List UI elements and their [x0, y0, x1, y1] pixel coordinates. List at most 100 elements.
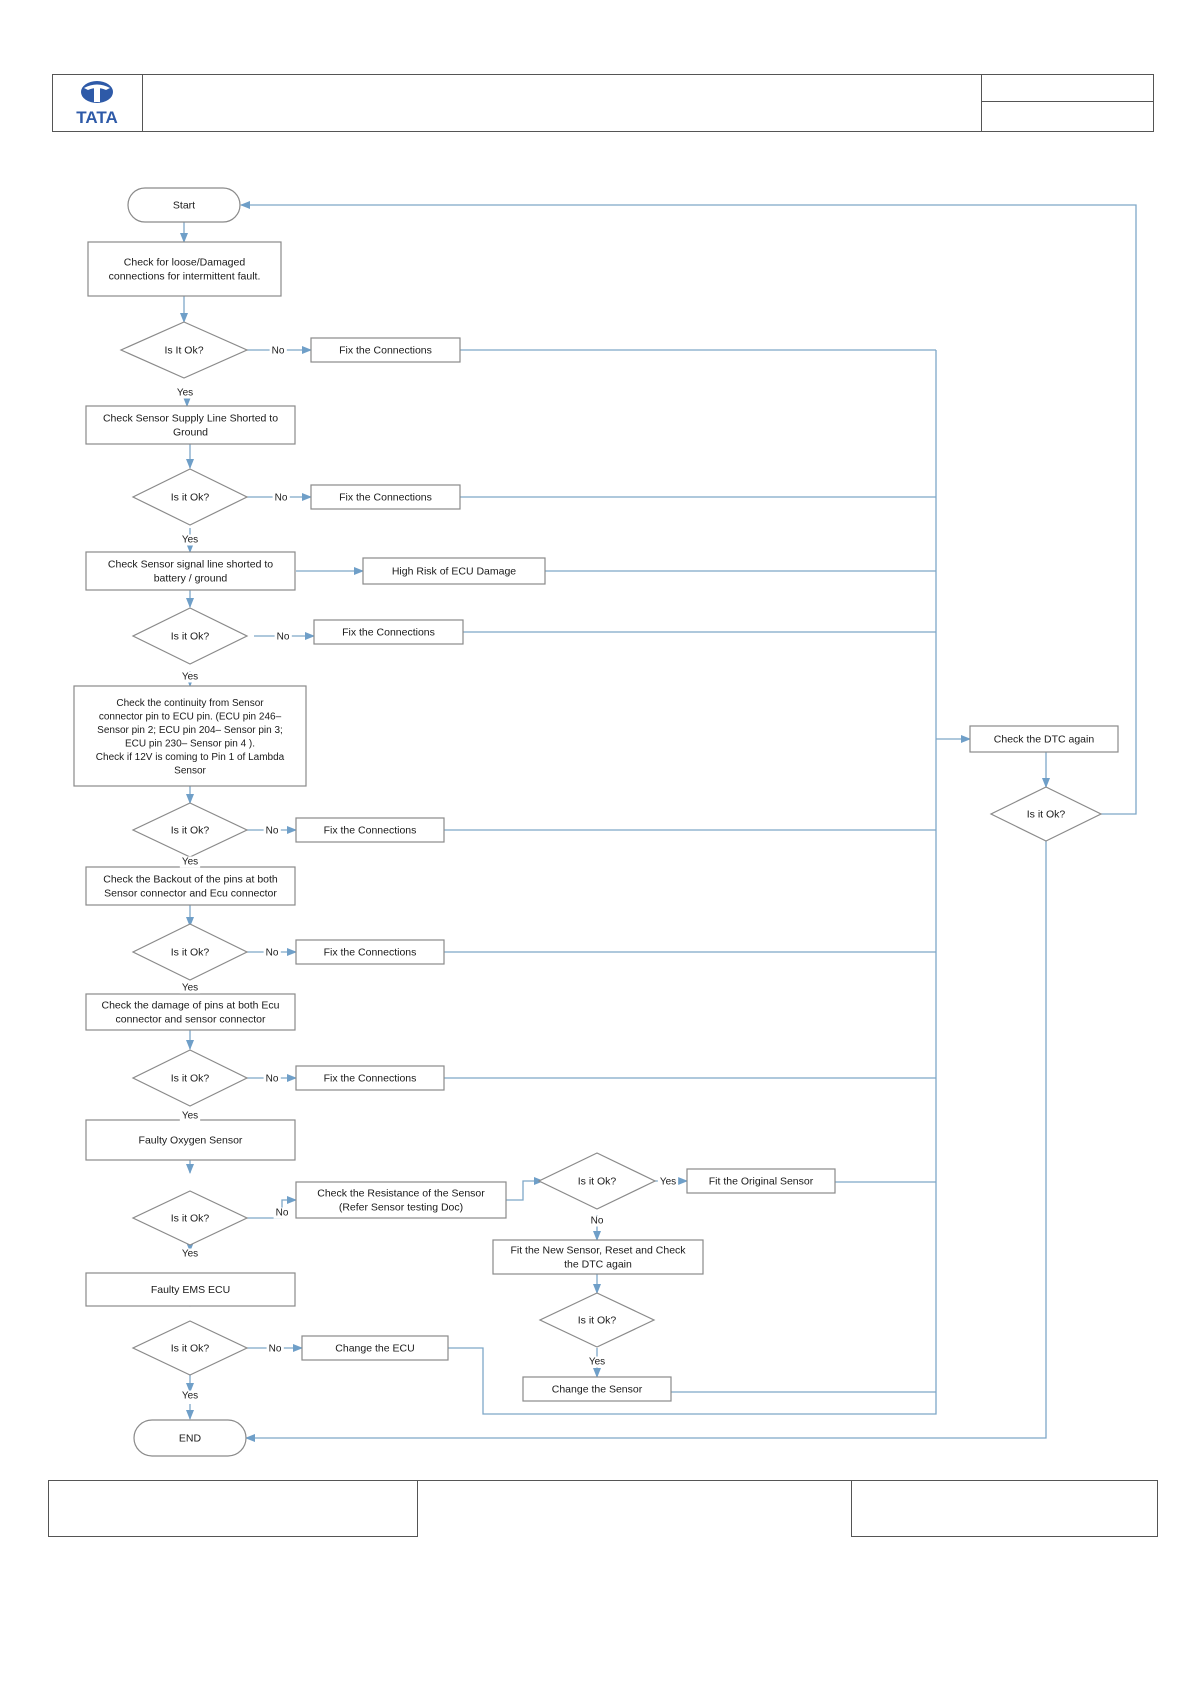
- fit-original-sensor-box-label: Fit the Original Sensor: [709, 1176, 814, 1188]
- faulty-oxygen-sensor-box: Faulty Oxygen Sensor: [85, 1119, 296, 1161]
- fit-original-sensor-box: Fit the Original Sensor: [686, 1168, 836, 1194]
- no-label-5: No: [266, 948, 279, 959]
- decision-continuity-ok-label: Is it Ok?: [171, 825, 210, 837]
- yes-label-7: Yes: [182, 1249, 198, 1260]
- fix-connections-box-4: Fix the Connections: [295, 817, 445, 843]
- decision-new-sensor-ok: Is it Ok?: [538, 1292, 656, 1348]
- check-backout-box: Check the Backout of the pins at bothSen…: [85, 866, 296, 906]
- yes-label-10: Yes: [182, 1391, 198, 1402]
- check-resistance-box-label-line-2: (Refer Sensor testing Doc): [339, 1202, 463, 1214]
- fix-connections-box-2: Fix the Connections: [310, 484, 461, 510]
- check-signal-line-box-label-line-2: battery / ground: [154, 573, 228, 585]
- fix-connections-box-1: Fix the Connections: [310, 337, 461, 363]
- change-sensor-box: Change the Sensor: [522, 1376, 672, 1402]
- decision-resistance-ok: Is it Ok?: [537, 1152, 657, 1210]
- check-signal-line-box: Check Sensor signal line shorted to batte…: [85, 551, 296, 591]
- start-terminal: Start: [127, 187, 241, 223]
- check-pin-damage-box-label-line-1: Check the damage of pins at both Ecu: [101, 1000, 279, 1012]
- check-pin-damage-box: Check the damage of pins at both Ecuconn…: [85, 993, 296, 1031]
- check-continuity-box-label-line-6: Sensor: [174, 765, 206, 776]
- yes-label-2: Yes: [182, 535, 198, 546]
- yes-label-3: Yes: [182, 672, 198, 683]
- fix-connections-box-6-label: Fix the Connections: [324, 1073, 417, 1085]
- yes-label-5: Yes: [182, 983, 198, 994]
- check-continuity-box: Check the continuity from Sensor connecto…: [73, 685, 307, 787]
- check-resistance-box: Check the Resistance of the Sensor (Refer…: [295, 1181, 507, 1219]
- fix-connections-box-5: Fix the Connections: [295, 939, 445, 965]
- decision-signal-ok-label: Is it Ok?: [171, 631, 210, 643]
- decision-supply-ok: Is it Ok?: [131, 468, 249, 526]
- yes-label-1: Yes: [177, 388, 193, 399]
- yes-label-6: Yes: [182, 1111, 198, 1122]
- check-supply-line-box-label-line-2: Ground: [173, 427, 208, 439]
- connector: [506, 1177, 544, 1201]
- change-ecu-box: Change the ECU: [301, 1335, 449, 1361]
- fix-connections-box-1-label: Fix the Connections: [339, 345, 432, 357]
- decision-backout-ok-label: Is it Ok?: [171, 947, 210, 959]
- end-terminal: END: [133, 1419, 247, 1457]
- fit-new-sensor-box-label-line-1: Fit the New Sensor, Reset and Check: [510, 1245, 686, 1257]
- connector: [448, 1347, 937, 1415]
- check-continuity-box-label-line-5: Check if 12V is coming to Pin 1 of Lambd…: [96, 752, 285, 763]
- check-dtc-again-box-label: Check the DTC again: [994, 734, 1095, 746]
- change-sensor-box-label: Change the Sensor: [552, 1384, 643, 1396]
- high-risk-ecu-damage-box: High Risk of ECU Damage: [362, 557, 546, 585]
- fix-connections-box-6: Fix the Connections: [295, 1065, 445, 1091]
- decision-ecu-ok-label: Is it Ok?: [171, 1343, 210, 1355]
- faulty-ems-ecu-box: Faulty EMS ECU: [85, 1272, 296, 1307]
- check-resistance-box-label-line-1: Check the Resistance of the Sensor: [317, 1188, 485, 1200]
- no-label-6: No: [266, 1074, 279, 1085]
- fix-connections-box-2-label: Fix the Connections: [339, 492, 432, 504]
- end-terminal-label: END: [179, 1433, 202, 1445]
- decision-signal-ok: Is it Ok?: [131, 607, 249, 665]
- connector: [240, 201, 1137, 815]
- check-continuity-box-label-line-4: ECU pin 230– Sensor pin 4 ).: [125, 738, 255, 749]
- check-continuity-box-label-line-3: Sensor pin 2; ECU pin 204– Sensor pin 3;: [97, 725, 283, 736]
- decision-supply-ok-label: Is it Ok?: [171, 492, 210, 504]
- decision-dtc-ok-label: Is it Ok?: [1027, 809, 1066, 821]
- yes-label-4: Yes: [182, 857, 198, 868]
- check-dtc-again-box: Check the DTC again: [969, 725, 1119, 753]
- decision-pin-damage-ok: Is it Ok?: [131, 1049, 249, 1107]
- fix-connections-box-5-label: Fix the Connections: [324, 947, 417, 959]
- start-terminal-label: Start: [173, 200, 195, 212]
- tata-wordmark: TATA: [76, 108, 118, 127]
- decision-new-sensor-ok-label: Is it Ok?: [578, 1315, 617, 1327]
- no-label-4: No: [266, 826, 279, 837]
- fix-connections-box-3: Fix the Connections: [313, 619, 464, 645]
- decision-backout-ok: Is it Ok?: [131, 923, 249, 981]
- no-label-1: No: [272, 346, 285, 357]
- decision-connections-ok: Is It Ok?: [119, 321, 249, 379]
- check-loose-connections-box-label-line-1: Check for loose/Damaged: [124, 257, 246, 269]
- yes-label-8: Yes: [660, 1177, 676, 1188]
- decision-connections-ok-label: Is It Ok?: [164, 345, 203, 357]
- faulty-ems-ecu-box-label: Faulty EMS ECU: [151, 1284, 230, 1296]
- decision-resistance-ok-label: Is it Ok?: [578, 1176, 617, 1188]
- fit-new-sensor-box: Fit the New Sensor, Reset and Check the D…: [492, 1239, 704, 1275]
- check-supply-line-box-label-line-1: Check Sensor Supply Line Shorted to: [103, 413, 278, 425]
- high-risk-ecu-damage-box-label: High Risk of ECU Damage: [392, 566, 516, 578]
- decision-ecu-ok: Is it Ok?: [131, 1320, 249, 1376]
- check-supply-line-box: Check Sensor Supply Line Shorted to Groun…: [85, 405, 296, 445]
- fix-connections-box-3-label: Fix the Connections: [342, 627, 435, 639]
- no-label-8: No: [591, 1216, 604, 1227]
- check-continuity-box-label-line-2: connector pin to ECU pin. (ECU pin 246–: [99, 711, 282, 722]
- decision-continuity-ok: Is it Ok?: [131, 802, 249, 858]
- footer-right-cell: [851, 1480, 1158, 1537]
- fix-connections-box-4-label: Fix the Connections: [324, 825, 417, 837]
- footer-left-cell: [48, 1480, 418, 1537]
- check-continuity-box-label-line-1: Check the continuity from Sensor: [116, 698, 264, 709]
- no-label-9: No: [269, 1344, 282, 1355]
- no-label-7: No: [276, 1208, 289, 1219]
- faulty-oxygen-sensor-box-label: Faulty Oxygen Sensor: [139, 1135, 243, 1147]
- check-signal-line-box-label-line-1: Check Sensor signal line shorted to: [108, 559, 273, 571]
- change-ecu-box-label: Change the ECU: [335, 1343, 414, 1355]
- document-header: TATA: [52, 74, 1154, 132]
- footer-middle-line: [417, 1480, 851, 1481]
- check-backout-box-label-line-2: Sensor connector and Ecu connector: [104, 888, 277, 900]
- fit-new-sensor-box-label-line-2: the DTC again: [564, 1259, 632, 1271]
- decision-oxygen-ok: Is it Ok?: [131, 1190, 249, 1246]
- header-info-cell: [981, 75, 1153, 131]
- decision-pin-damage-ok-label: Is it Ok?: [171, 1073, 210, 1085]
